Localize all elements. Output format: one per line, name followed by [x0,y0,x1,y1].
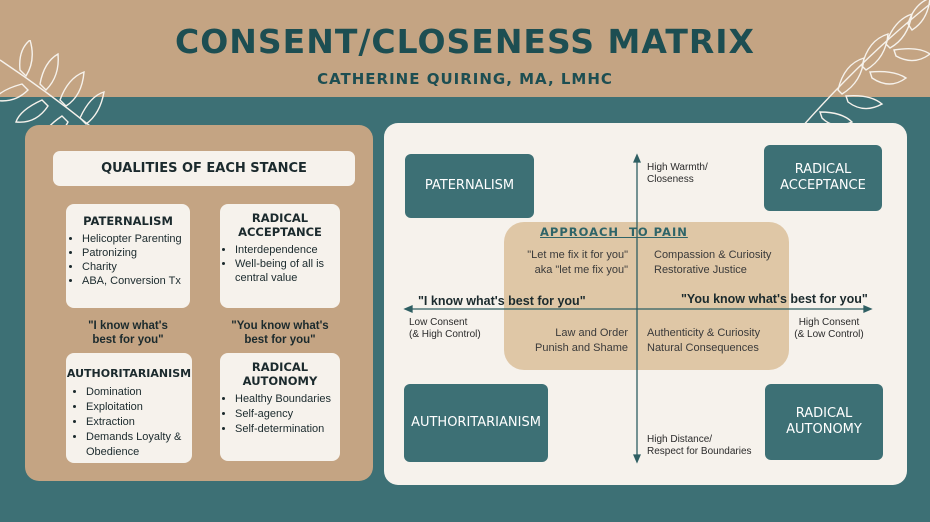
approach-top-right: Compassion & Curiosity Restorative Justi… [654,248,789,278]
list-item: Self-agency [235,407,340,422]
list-item: Demands Loyalty & Obedience [86,430,192,460]
leaf-right-decoration [793,0,930,137]
list-item: Domination [86,385,192,400]
axis-label-line: Closeness [647,174,694,185]
approach-line: Authenticity & Curiosity [647,327,761,339]
page-title: CONSENT/CLOSENESS MATRIX [175,22,755,61]
y-axis-top-label: High Warmth/ Closeness [647,162,708,186]
axis-label-line: (& High Control) [409,329,481,340]
x-axis-right-label: High Consent (& Low Control) [790,317,868,341]
x-axis-left-label: Low Consent (& High Control) [409,317,481,341]
paternalism-list: Helicopter Parenting Patronizing Charity… [66,232,190,288]
radical-acceptance-list: Interdependence Well-being of all is cen… [220,243,340,285]
authoritarianism-card: AUTHORITARIANISM Domination Exploitation… [66,353,192,463]
approach-line: Natural Consequences [647,342,759,354]
header-banner [0,0,930,97]
approach-line: Law and Order [555,327,628,339]
list-item: Healthy Boundaries [235,392,340,407]
y-axis-bottom-label: High Distance/ Respect for Boundaries [647,434,752,458]
list-item: Interdependence [235,243,340,257]
approach-line: Compassion & Curiosity [654,249,772,261]
x-axis-left-quote: "I know what's best for you" [418,294,586,308]
axis-label-line: Respect for Boundaries [647,446,752,457]
radical-autonomy-heading-line2: AUTONOMY [242,374,318,388]
list-item: Well-being of all is central value [235,257,340,285]
quote-line: "You know what's [231,320,329,332]
radical-autonomy-list: Healthy Boundaries Self-agency Self-dete… [220,392,340,437]
box-label: AUTONOMY [786,422,862,437]
quote-line: best for you" [244,334,316,346]
list-item: ABA, Conversion Tx [82,274,190,288]
radical-autonomy-heading-line1: RADICAL [251,360,309,374]
approach-title: APPROACH TO PAIN [540,225,688,239]
radical-autonomy-card: RADICAL AUTONOMY Healthy Boundaries Self… [220,353,340,461]
matrix-radical-acceptance-box: RADICAL ACCEPTANCE [764,145,882,211]
box-label: RADICAL [794,162,852,177]
matrix-paternalism-box: PATERNALISM [405,154,534,218]
radical-acceptance-heading-line1: RADICAL [251,211,309,225]
approach-line: aka "let me fix you" [534,264,628,276]
approach-to-pain-box [504,222,789,370]
list-item: Helicopter Parenting [82,232,190,246]
paternalism-heading: PATERNALISM [83,214,173,228]
axis-label-line: Low Consent [409,317,468,328]
list-item: Patronizing [82,246,190,260]
qualities-title: QUALITIES OF EACH STANCE [53,151,355,186]
approach-line: "Let me fix it for you" [527,249,628,261]
quote-you-know: "You know what's best for you" [215,319,345,347]
quote-line: best for you" [92,334,164,346]
approach-line: Restorative Justice [654,264,747,276]
box-label: ACCEPTANCE [780,178,866,193]
approach-top-left: "Let me fix it for you" aka "let me fix … [508,248,628,278]
axis-label-line: (& Low Control) [794,329,864,340]
axis-label-line: High Warmth/ [647,162,708,173]
quote-line: "I know what's [88,320,168,332]
authoritarianism-heading: AUTHORITARIANISM [66,367,192,380]
list-item: Charity [82,260,190,274]
box-label: RADICAL [795,406,853,421]
quote-i-know: "I know what's best for you" [66,319,190,347]
axis-label-line: High Consent [798,317,860,328]
list-item: Extraction [86,415,192,430]
list-item: Self-determination [235,422,340,437]
approach-bottom-right: Authenticity & Curiosity Natural Consequ… [647,326,787,356]
radical-acceptance-card: RADICAL ACCEPTANCE Interdependence Well-… [220,204,340,308]
matrix-authoritarianism-box: AUTHORITARIANISM [404,384,548,462]
page-subtitle: CATHERINE QUIRING, MA, LMHC [317,70,613,88]
list-item: Exploitation [86,400,192,415]
x-axis-right-quote: "You know what's best for you" [681,292,868,306]
paternalism-card: PATERNALISM Helicopter Parenting Patroni… [66,204,190,308]
axis-label-line: High Distance/ [647,434,713,445]
radical-acceptance-heading-line2: ACCEPTANCE [238,225,322,239]
approach-line: Punish and Shame [535,342,628,354]
authoritarianism-list: Domination Exploitation Extraction Deman… [66,385,192,460]
approach-bottom-left: Law and Order Punish and Shame [508,326,628,356]
matrix-radical-autonomy-box: RADICAL AUTONOMY [765,384,883,460]
